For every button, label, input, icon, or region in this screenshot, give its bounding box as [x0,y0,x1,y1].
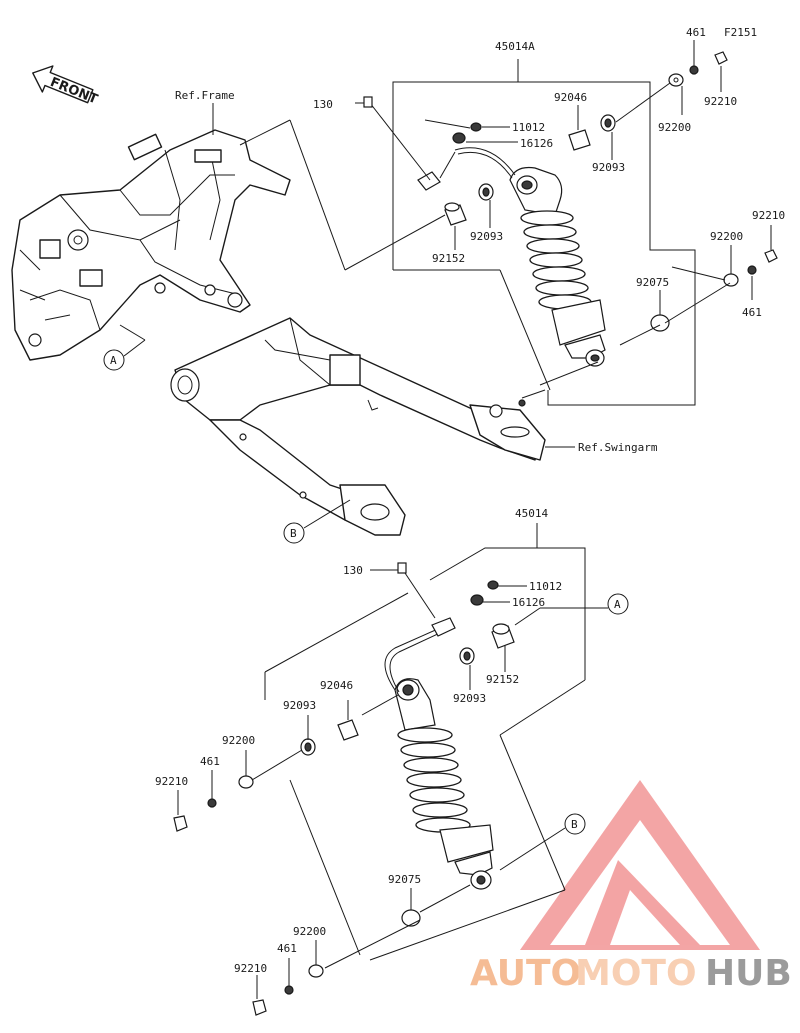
shock-absorber-bottom [384,617,494,890]
figure-code: F2151 [724,26,757,39]
bottom-label-11012: 11012 [529,580,562,593]
ref-b-mid-label: B [290,527,297,540]
top-label-92200-upper: 92200 [658,121,691,134]
front-direction-arrow: FRONT [32,65,100,108]
top-label-11012: 11012 [512,121,545,134]
ref-swingarm-label: Ref.Swingarm [578,441,658,454]
bottom-label-92210-lower: 92210 [234,962,267,975]
assembly-bottom-label: 45014 [515,507,548,520]
top-label-92093-right: 92093 [592,161,625,174]
ref-a-top-circle [103,349,125,371]
bottom-label-461-upper: 461 [200,755,220,768]
bottom-label-92093-right: 92093 [453,692,486,705]
top-label-461-lower: 461 [742,306,762,319]
ref-a-top-label: A [110,354,117,367]
top-label-92046: 92046 [554,91,587,104]
top-label-92210-lower: 92210 [752,209,785,222]
shock-absorber-top [417,147,606,367]
top-hardware [363,51,778,399]
bottom-label-92200-lower: 92200 [293,925,326,938]
bottom-label-461-lower: 461 [277,942,297,955]
ref-b-mid-circle [283,522,305,544]
top-label-130: 130 [313,98,333,111]
watermark-moto: MOTO [575,953,697,994]
swingarm-illustration [170,317,546,536]
ref-b-bottom-circle [564,813,586,835]
top-label-92075: 92075 [636,276,669,289]
top-label-92210-upper: 92210 [704,95,737,108]
bottom-label-16126: 16126 [512,596,545,609]
bottom-hardware [173,562,515,1016]
bottom-label-92210-upper: 92210 [155,775,188,788]
bottom-label-92152: 92152 [486,673,519,686]
watermark: AUTO MOTO HUB [470,780,792,994]
top-label-92152: 92152 [432,252,465,265]
bottom-label-92075: 92075 [388,873,421,886]
frame-illustration [11,129,291,361]
shock-spring-top [520,210,592,310]
bottom-label-130: 130 [343,564,363,577]
front-label: FRONT [48,75,100,108]
top-label-92093-left: 92093 [470,230,503,243]
watermark-auto: AUTO [470,953,581,994]
bottom-label-92046: 92046 [320,679,353,692]
ref-a-bottom-circle [607,593,629,615]
ref-b-bottom-label: B [571,818,578,831]
bottom-label-92093-left: 92093 [283,699,316,712]
top-label-461-upper: 461 [686,26,706,39]
bottom-leader-lines [177,523,608,999]
watermark-hub: HUB [705,953,792,994]
watermark-logo-icon [520,780,760,950]
top-label-16126: 16126 [520,137,553,150]
bottom-label-92200-upper: 92200 [222,734,255,747]
top-leader-lines [239,40,772,406]
ref-a-bottom-label: A [614,598,621,611]
shock-spring-bottom [397,727,471,833]
assembly-top-label: 45014A [495,40,535,53]
top-label-92200-lower: 92200 [710,230,743,243]
ref-frame-label: Ref.Frame [175,89,235,102]
